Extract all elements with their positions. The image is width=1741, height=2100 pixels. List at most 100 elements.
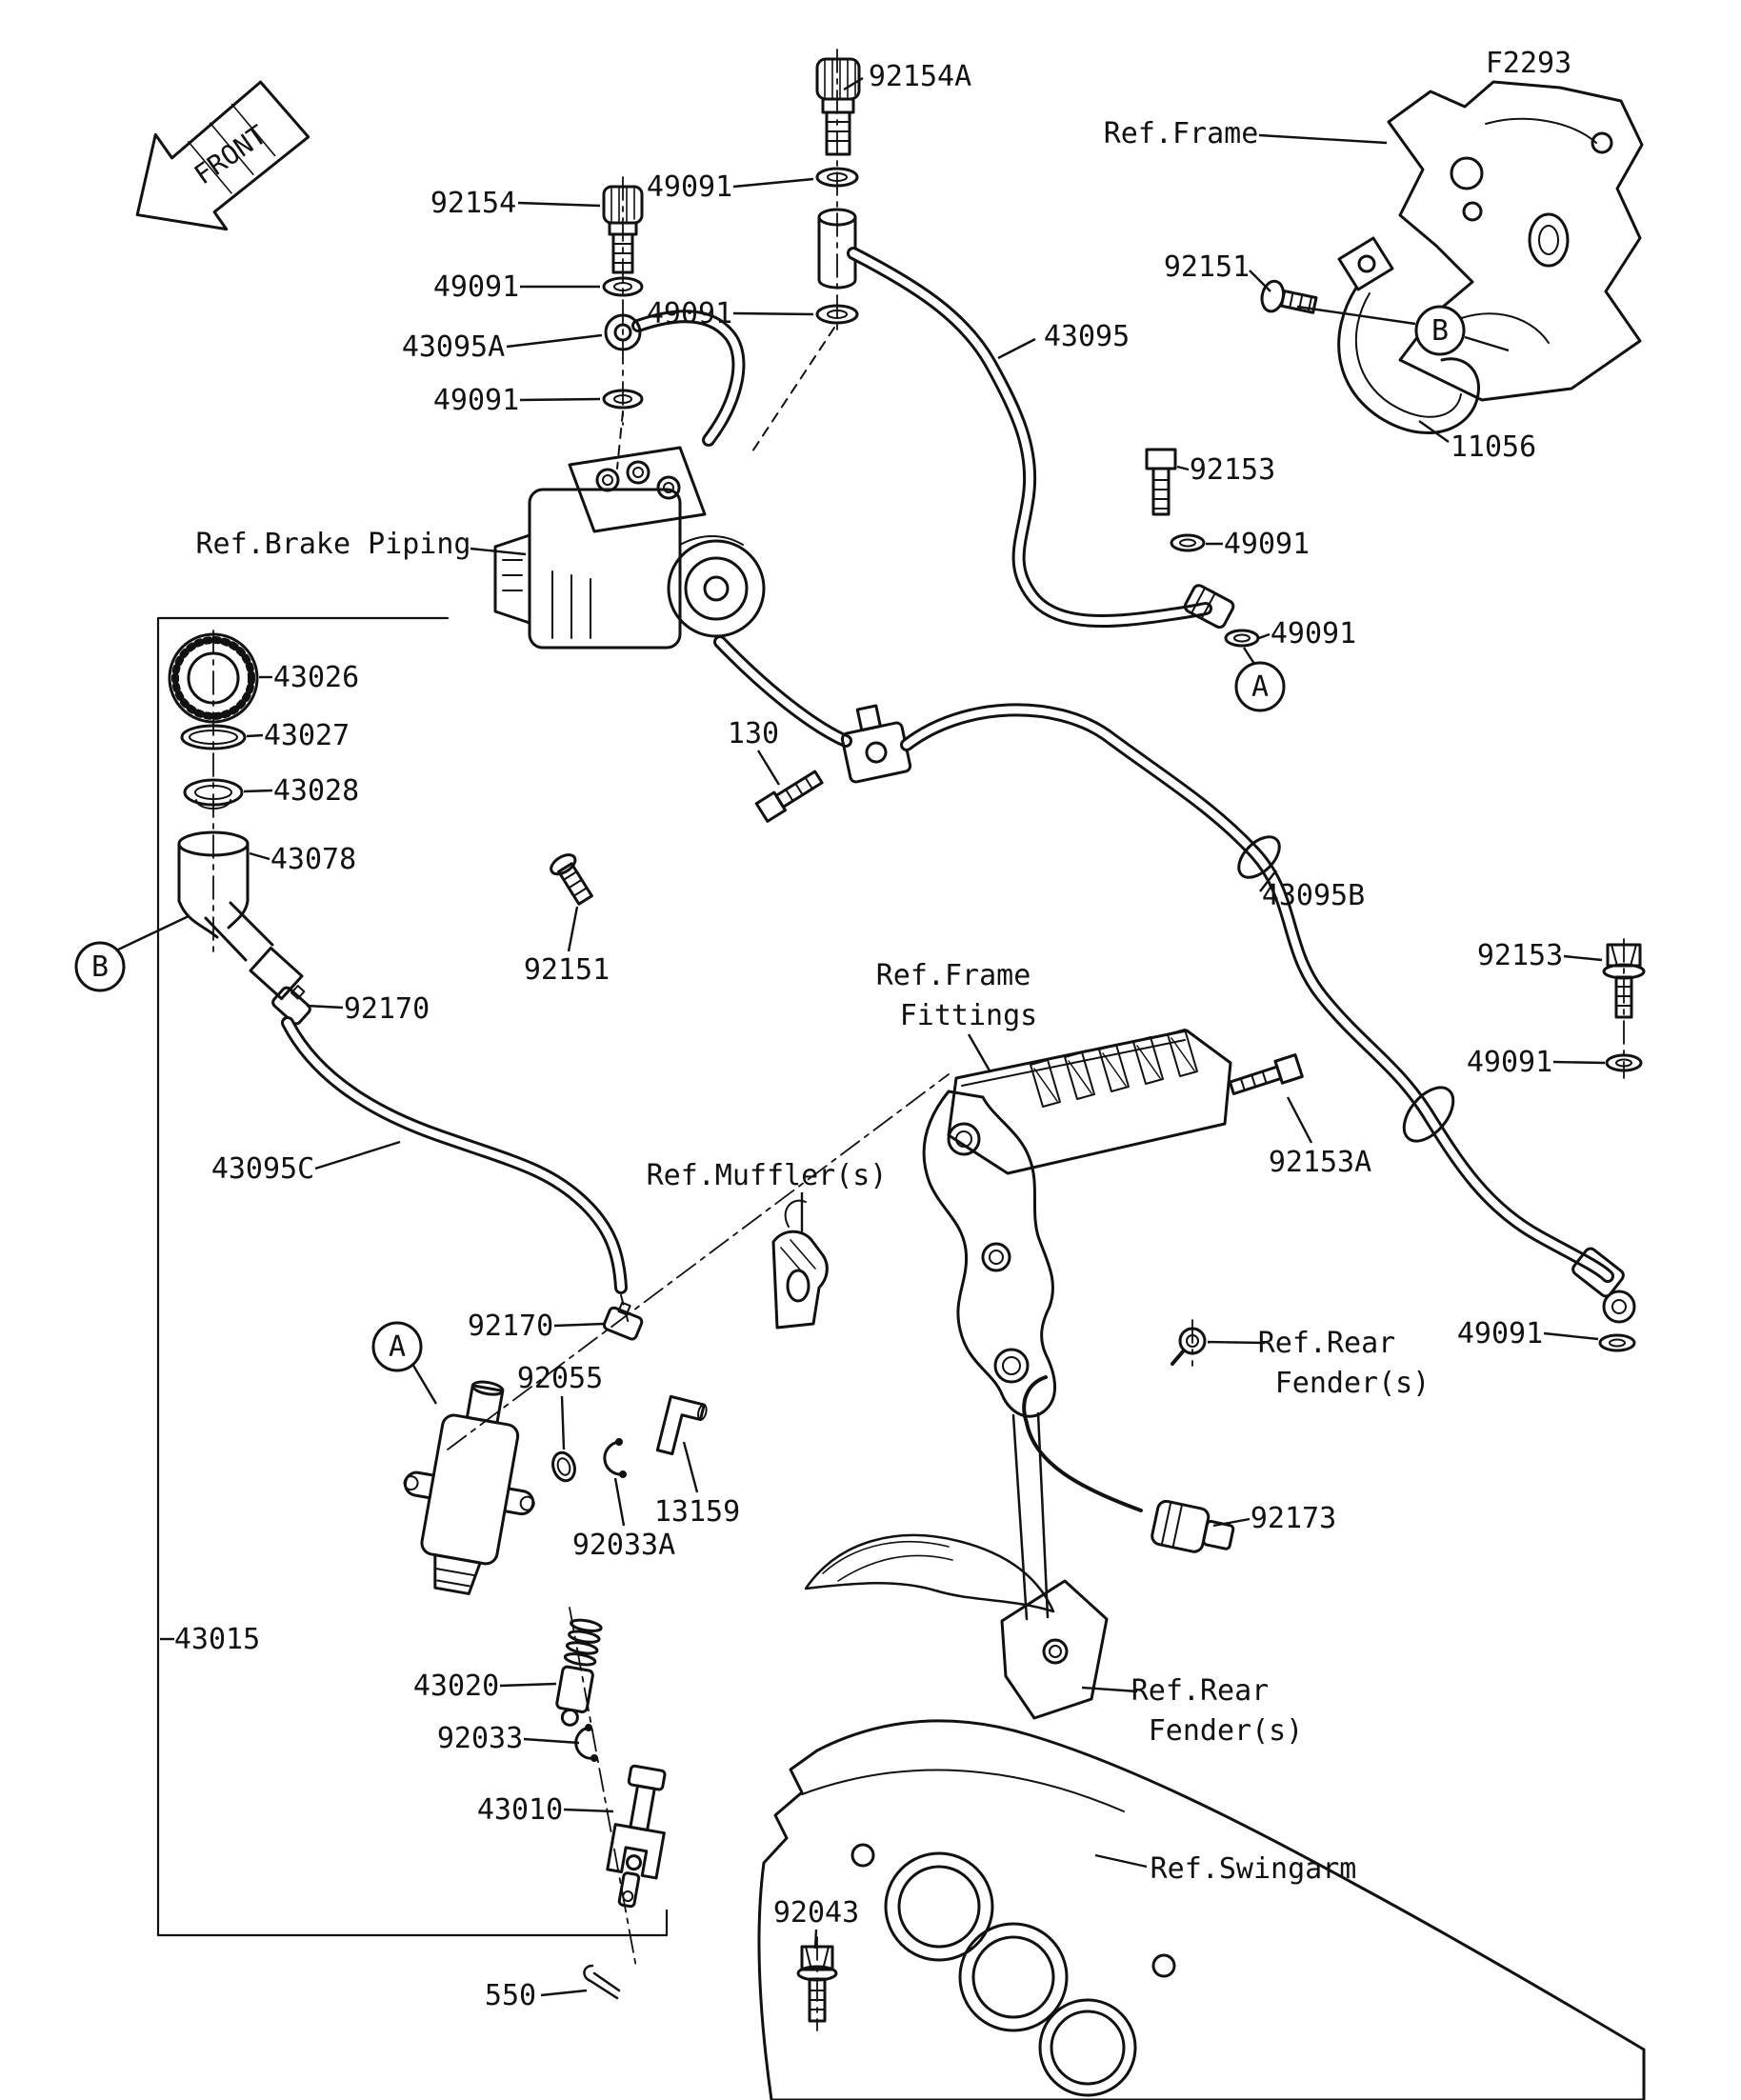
pushrod-43010	[606, 1764, 667, 1909]
oring-92055	[551, 1450, 576, 1483]
leader-line	[1543, 1331, 1599, 1341]
part-label-550: 550	[485, 1979, 536, 2012]
part-label-49091: 49091	[433, 384, 519, 417]
part-label-92153: 92153	[1190, 453, 1275, 487]
elbow-13159	[655, 1394, 708, 1456]
callout-line	[115, 914, 190, 952]
muffler-hanger-bracket	[771, 1199, 829, 1330]
leader-line	[1207, 1340, 1266, 1345]
junction-fitting	[713, 635, 912, 784]
leader-line	[560, 1395, 566, 1450]
leader-line	[1286, 1096, 1313, 1144]
part-label-92055: 92055	[517, 1362, 603, 1395]
bolt-130	[754, 770, 824, 823]
leader-line	[553, 1322, 605, 1328]
part-label-43095C: 43095C	[211, 1152, 314, 1186]
part-label-Fender(s): Fender(s)	[1275, 1367, 1431, 1400]
leader-line	[1259, 870, 1277, 892]
part-label-92151: 92151	[1164, 250, 1250, 284]
leader-line	[1258, 133, 1388, 145]
part-label-Fittings: Fittings	[900, 999, 1038, 1032]
callout-circle-B	[1414, 305, 1466, 356]
part-label-92153: 92153	[1477, 939, 1563, 972]
part-label-43026: 43026	[273, 661, 359, 694]
leader-line	[1081, 1686, 1138, 1693]
leader-line	[470, 547, 527, 556]
part-label-Ref.Swingarm: Ref.Swingarm	[1151, 1852, 1357, 1886]
part-label-92153A: 92153A	[1269, 1146, 1371, 1179]
circlip-92033a	[603, 1438, 627, 1478]
front-label: FRONT	[189, 119, 272, 190]
frame-fitting-bracket	[922, 1090, 1057, 1621]
hose-43095	[847, 247, 1212, 628]
part-label-92043: 92043	[773, 1896, 859, 1930]
screw-92151-mid	[550, 853, 593, 906]
part-label-Ref.Rear: Ref.Rear	[1131, 1674, 1270, 1708]
clamp-92173	[1022, 1375, 1235, 1553]
leader-line	[1563, 954, 1603, 962]
swingarm	[757, 1719, 1646, 2100]
part-label-43095: 43095	[1044, 320, 1130, 353]
part-label-11056: 11056	[1451, 430, 1536, 464]
screw-rear-fender	[1171, 1327, 1207, 1366]
part-label-49091: 49091	[433, 270, 519, 304]
part-label-92033A: 92033A	[572, 1529, 675, 1562]
banjo-bolt-92154a	[815, 57, 861, 188]
part-label-Ref.Frame: Ref.Frame	[876, 959, 1031, 992]
leader-line	[517, 201, 601, 208]
part-label-92154: 92154	[430, 187, 516, 220]
leader-line	[246, 733, 264, 738]
part-label-43095B: 43095B	[1262, 879, 1365, 912]
part-label-49091: 49091	[647, 170, 732, 204]
heel-guard-plate	[947, 1029, 1232, 1175]
rear-fender-edge	[804, 1533, 1055, 1613]
part-label-49091: 49091	[1224, 528, 1310, 561]
part-label-130: 130	[728, 717, 779, 750]
part-label-43027: 43027	[264, 719, 350, 752]
part-label-92173: 92173	[1251, 1502, 1336, 1535]
part-label-Ref.Frame: Ref.Frame	[1104, 117, 1259, 150]
leader-line	[682, 1441, 699, 1493]
abs-hydraulic-unit	[493, 446, 766, 650]
part-label-43078: 43078	[270, 843, 356, 876]
bolt-92153-top	[1145, 448, 1206, 552]
leader-line	[1552, 1060, 1606, 1065]
assembly-boundary-43015	[156, 616, 669, 1937]
leader-line	[499, 1682, 557, 1688]
part-label-49091: 49091	[647, 297, 732, 330]
part-label-13159: 13159	[654, 1495, 740, 1529]
callout-line	[1464, 335, 1510, 352]
leader-line	[1212, 1517, 1251, 1528]
part-label-49091: 49091	[1271, 617, 1356, 650]
screw-92151-top	[1260, 279, 1318, 314]
leader-line	[314, 1140, 401, 1170]
centerlines	[212, 49, 1625, 2031]
leader-line	[756, 750, 781, 786]
reservoir-cap-43026	[168, 632, 259, 724]
piston-43020	[555, 1618, 603, 1727]
callout-line	[410, 1363, 438, 1405]
cotter-pin-550	[583, 1964, 621, 2000]
screw-92153a	[1228, 1053, 1304, 1095]
circlip-92033	[574, 1724, 598, 1762]
callout-letter-A: A	[1251, 670, 1269, 704]
reservoir-43078	[177, 830, 304, 1001]
part-label-49091: 49091	[1457, 1317, 1543, 1350]
callout-letter-B: B	[91, 950, 109, 984]
leader-line	[1249, 270, 1271, 292]
part-label-Ref.Brake Piping: Ref.Brake Piping	[196, 528, 471, 561]
leader-line	[1094, 1853, 1148, 1869]
leader-line	[519, 397, 601, 402]
leader-line	[732, 177, 814, 189]
clamp-92170-b	[602, 1301, 644, 1341]
leader-line	[843, 76, 864, 91]
part-label-43015: 43015	[174, 1623, 260, 1656]
washer-49091-callout-a	[1224, 629, 1260, 648]
bolt-92043	[796, 1945, 838, 2023]
callout-letter-A: A	[389, 1330, 406, 1364]
leader-line	[523, 1737, 580, 1745]
leader-line	[613, 1477, 626, 1527]
callout-line	[1242, 647, 1256, 665]
